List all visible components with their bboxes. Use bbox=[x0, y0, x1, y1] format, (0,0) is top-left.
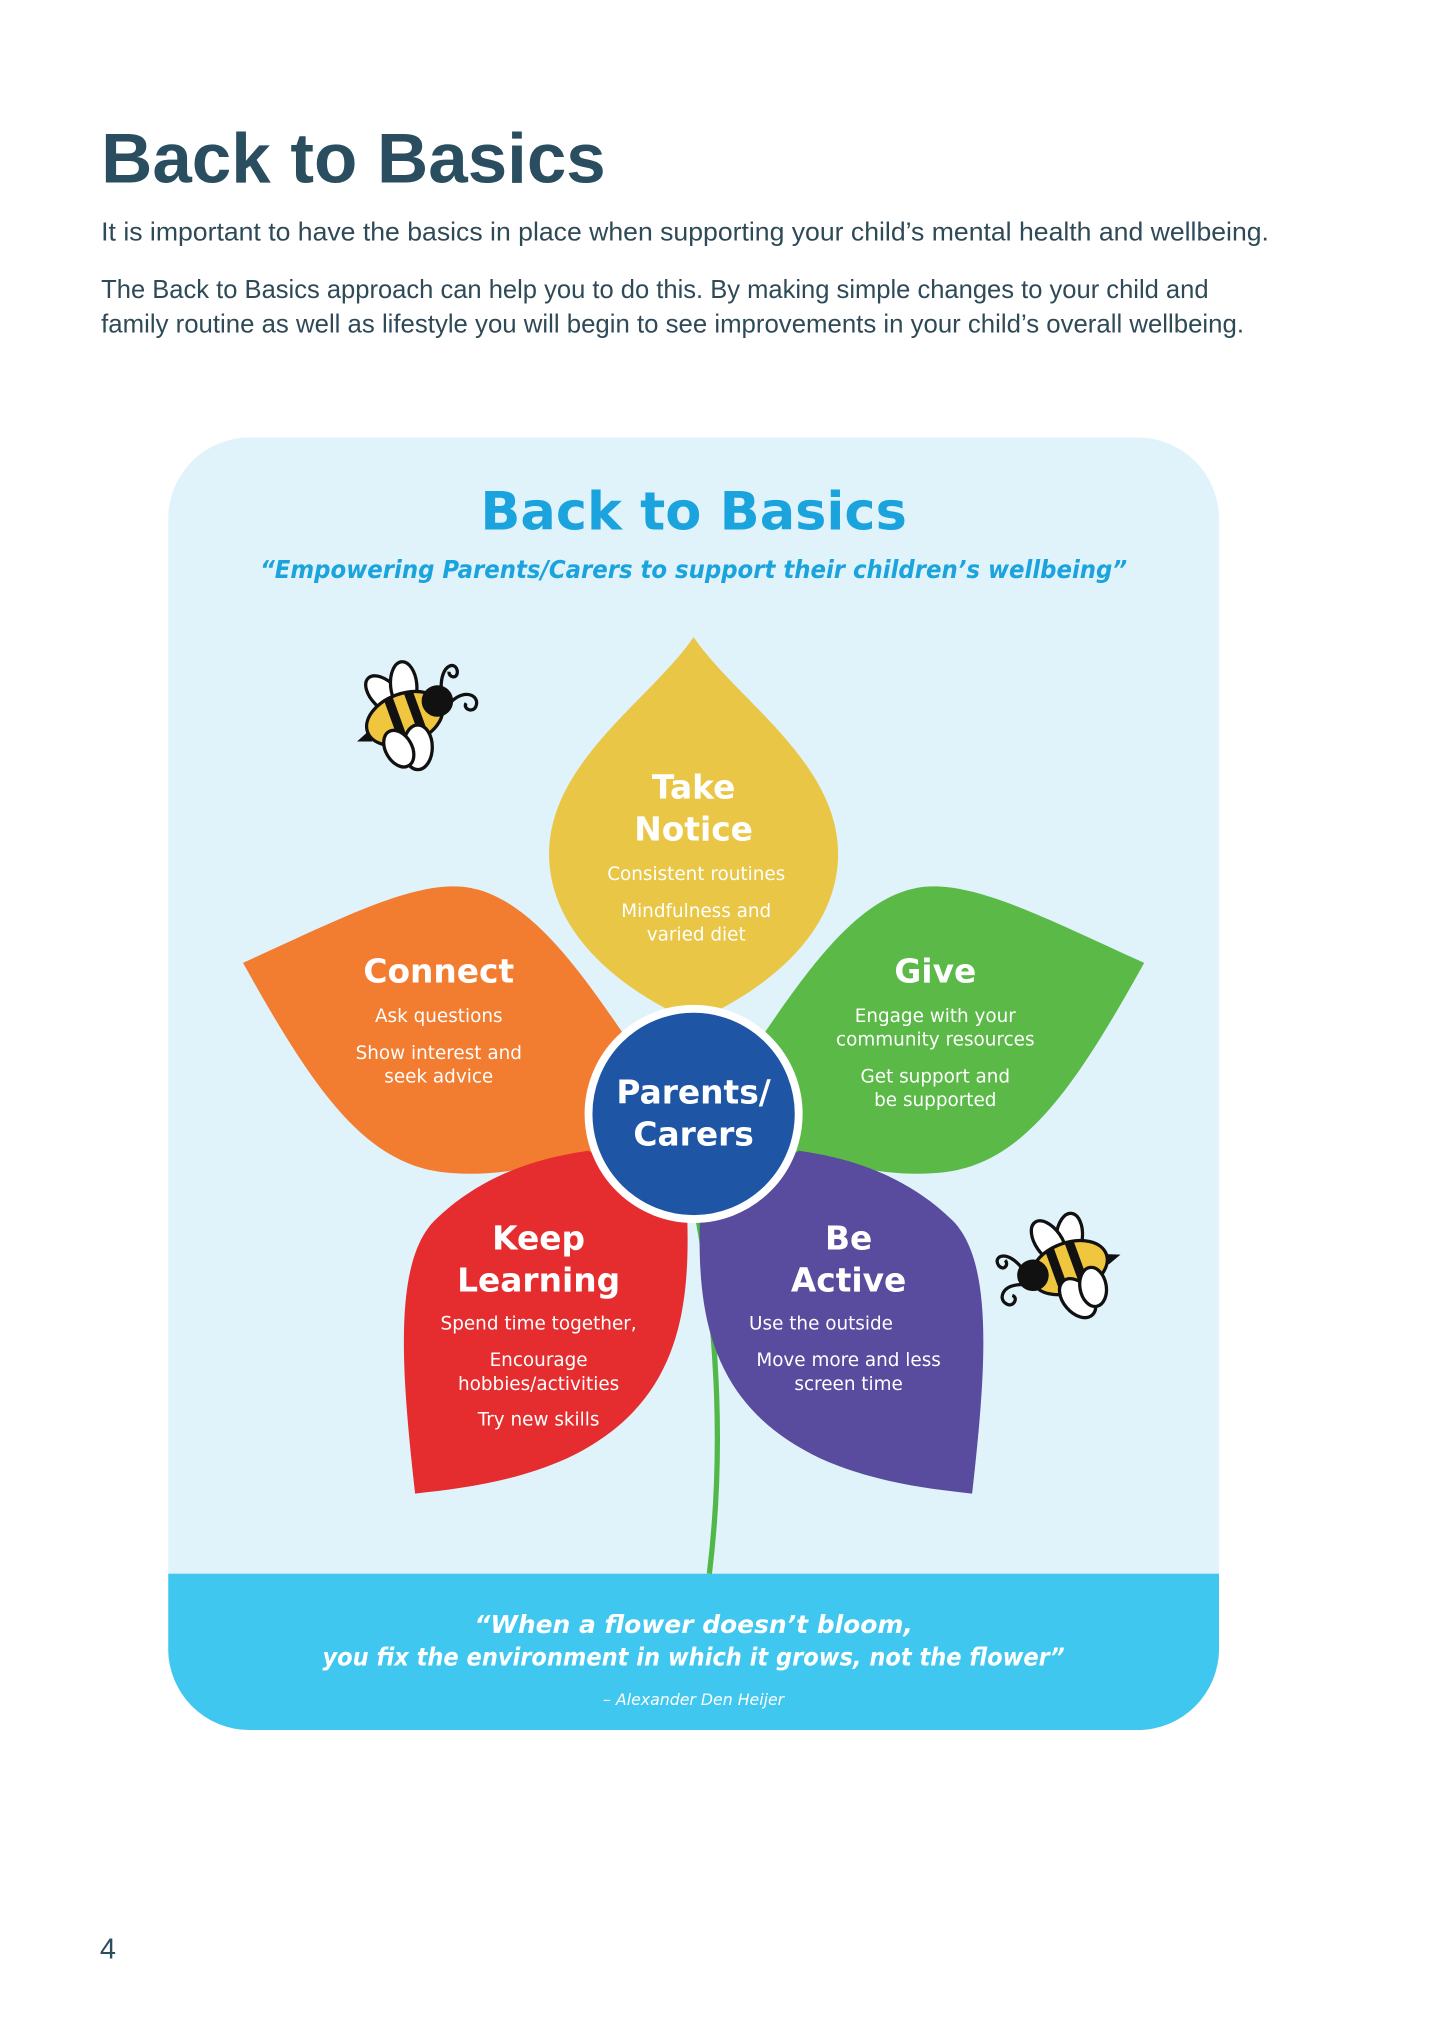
body-line-1: The Back to Basics approach can help you… bbox=[101, 276, 1208, 304]
keep-learning-title-1: Keep bbox=[492, 1219, 585, 1257]
infographic-title: Back to Basics bbox=[480, 481, 907, 542]
center-circle bbox=[584, 1004, 803, 1223]
page-title: Back to Basics bbox=[101, 120, 606, 199]
be-active-item: Move more and less bbox=[756, 1350, 941, 1371]
connect-item: seek advice bbox=[384, 1066, 493, 1087]
keep-learning-item: Try new skills bbox=[477, 1409, 600, 1430]
quote-line-2: you fix the environment in which it grow… bbox=[323, 1643, 1065, 1672]
be-active-item: screen time bbox=[794, 1374, 902, 1395]
take-notice-title-1: Take bbox=[652, 769, 736, 807]
keep-learning-item: Encourage bbox=[490, 1350, 588, 1371]
petal-keep-learning bbox=[403, 1150, 688, 1494]
give-item: Get support and bbox=[861, 1066, 1011, 1087]
quote-author: – Alexander Den Heijer bbox=[603, 1690, 786, 1709]
petal-connect bbox=[243, 886, 628, 1174]
be-active-title-1: Be bbox=[825, 1219, 872, 1257]
be-active-item: Use the outside bbox=[749, 1313, 893, 1334]
quote-band bbox=[168, 1573, 1220, 1731]
keep-learning-item: hobbies/activities bbox=[458, 1374, 619, 1395]
page-number: 4 bbox=[100, 1934, 116, 1966]
keep-learning-item: Spend time together, bbox=[441, 1313, 637, 1334]
take-notice-item: varied diet bbox=[647, 925, 746, 946]
center-line-1: Parents/ bbox=[616, 1073, 770, 1111]
body-line-2: family routine as well as lifestyle you … bbox=[101, 310, 1244, 338]
connect-item: Show interest and bbox=[356, 1043, 522, 1064]
be-active-title-2: Active bbox=[791, 1261, 906, 1299]
take-notice-item: Mindfulness and bbox=[621, 901, 771, 922]
infographic-subtitle: “Empowering Parents/Carers to support th… bbox=[260, 555, 1127, 584]
take-notice-item: Consistent routines bbox=[607, 864, 785, 885]
petal-take-notice bbox=[549, 637, 839, 1022]
give-item: be supported bbox=[874, 1090, 996, 1111]
take-notice-title-2: Notice bbox=[634, 811, 753, 849]
give-item: Engage with your bbox=[855, 1006, 1017, 1027]
connect-item: Ask questions bbox=[375, 1006, 503, 1027]
keep-learning-title-2: Learning bbox=[457, 1261, 620, 1299]
petal-be-active bbox=[699, 1150, 984, 1494]
petal-give bbox=[759, 886, 1145, 1174]
intro-text: It is important to have the basics in pl… bbox=[101, 218, 1269, 246]
center-line-2: Carers bbox=[633, 1115, 753, 1153]
give-title: Give bbox=[894, 953, 976, 991]
give-item: community resources bbox=[836, 1030, 1035, 1051]
connect-title: Connect bbox=[363, 953, 514, 991]
quote-line-1: “When a flower doesn’t bloom, bbox=[474, 1610, 913, 1639]
